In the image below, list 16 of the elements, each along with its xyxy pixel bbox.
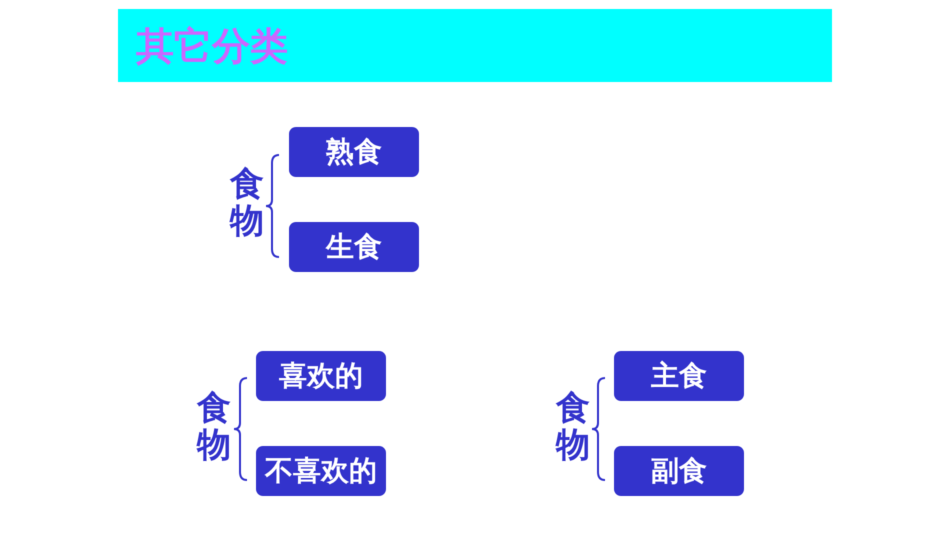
category-box	[289, 222, 419, 272]
group-label: 食物	[230, 166, 264, 241]
title: 其它分类	[136, 23, 288, 70]
group-label: 食物	[556, 390, 590, 465]
category-box	[289, 127, 419, 177]
box-text: 不喜欢的	[265, 456, 377, 486]
category-box	[256, 446, 386, 496]
box-text: 喜欢的	[279, 360, 363, 392]
group-label: 食物	[197, 390, 231, 465]
box-text: 生食	[326, 232, 382, 262]
category-box	[614, 446, 744, 496]
box-text: 副食	[651, 456, 707, 486]
box-text: 主食	[651, 360, 707, 392]
box-text: 熟食	[326, 136, 382, 168]
category-box	[256, 351, 386, 401]
category-box	[614, 351, 744, 401]
